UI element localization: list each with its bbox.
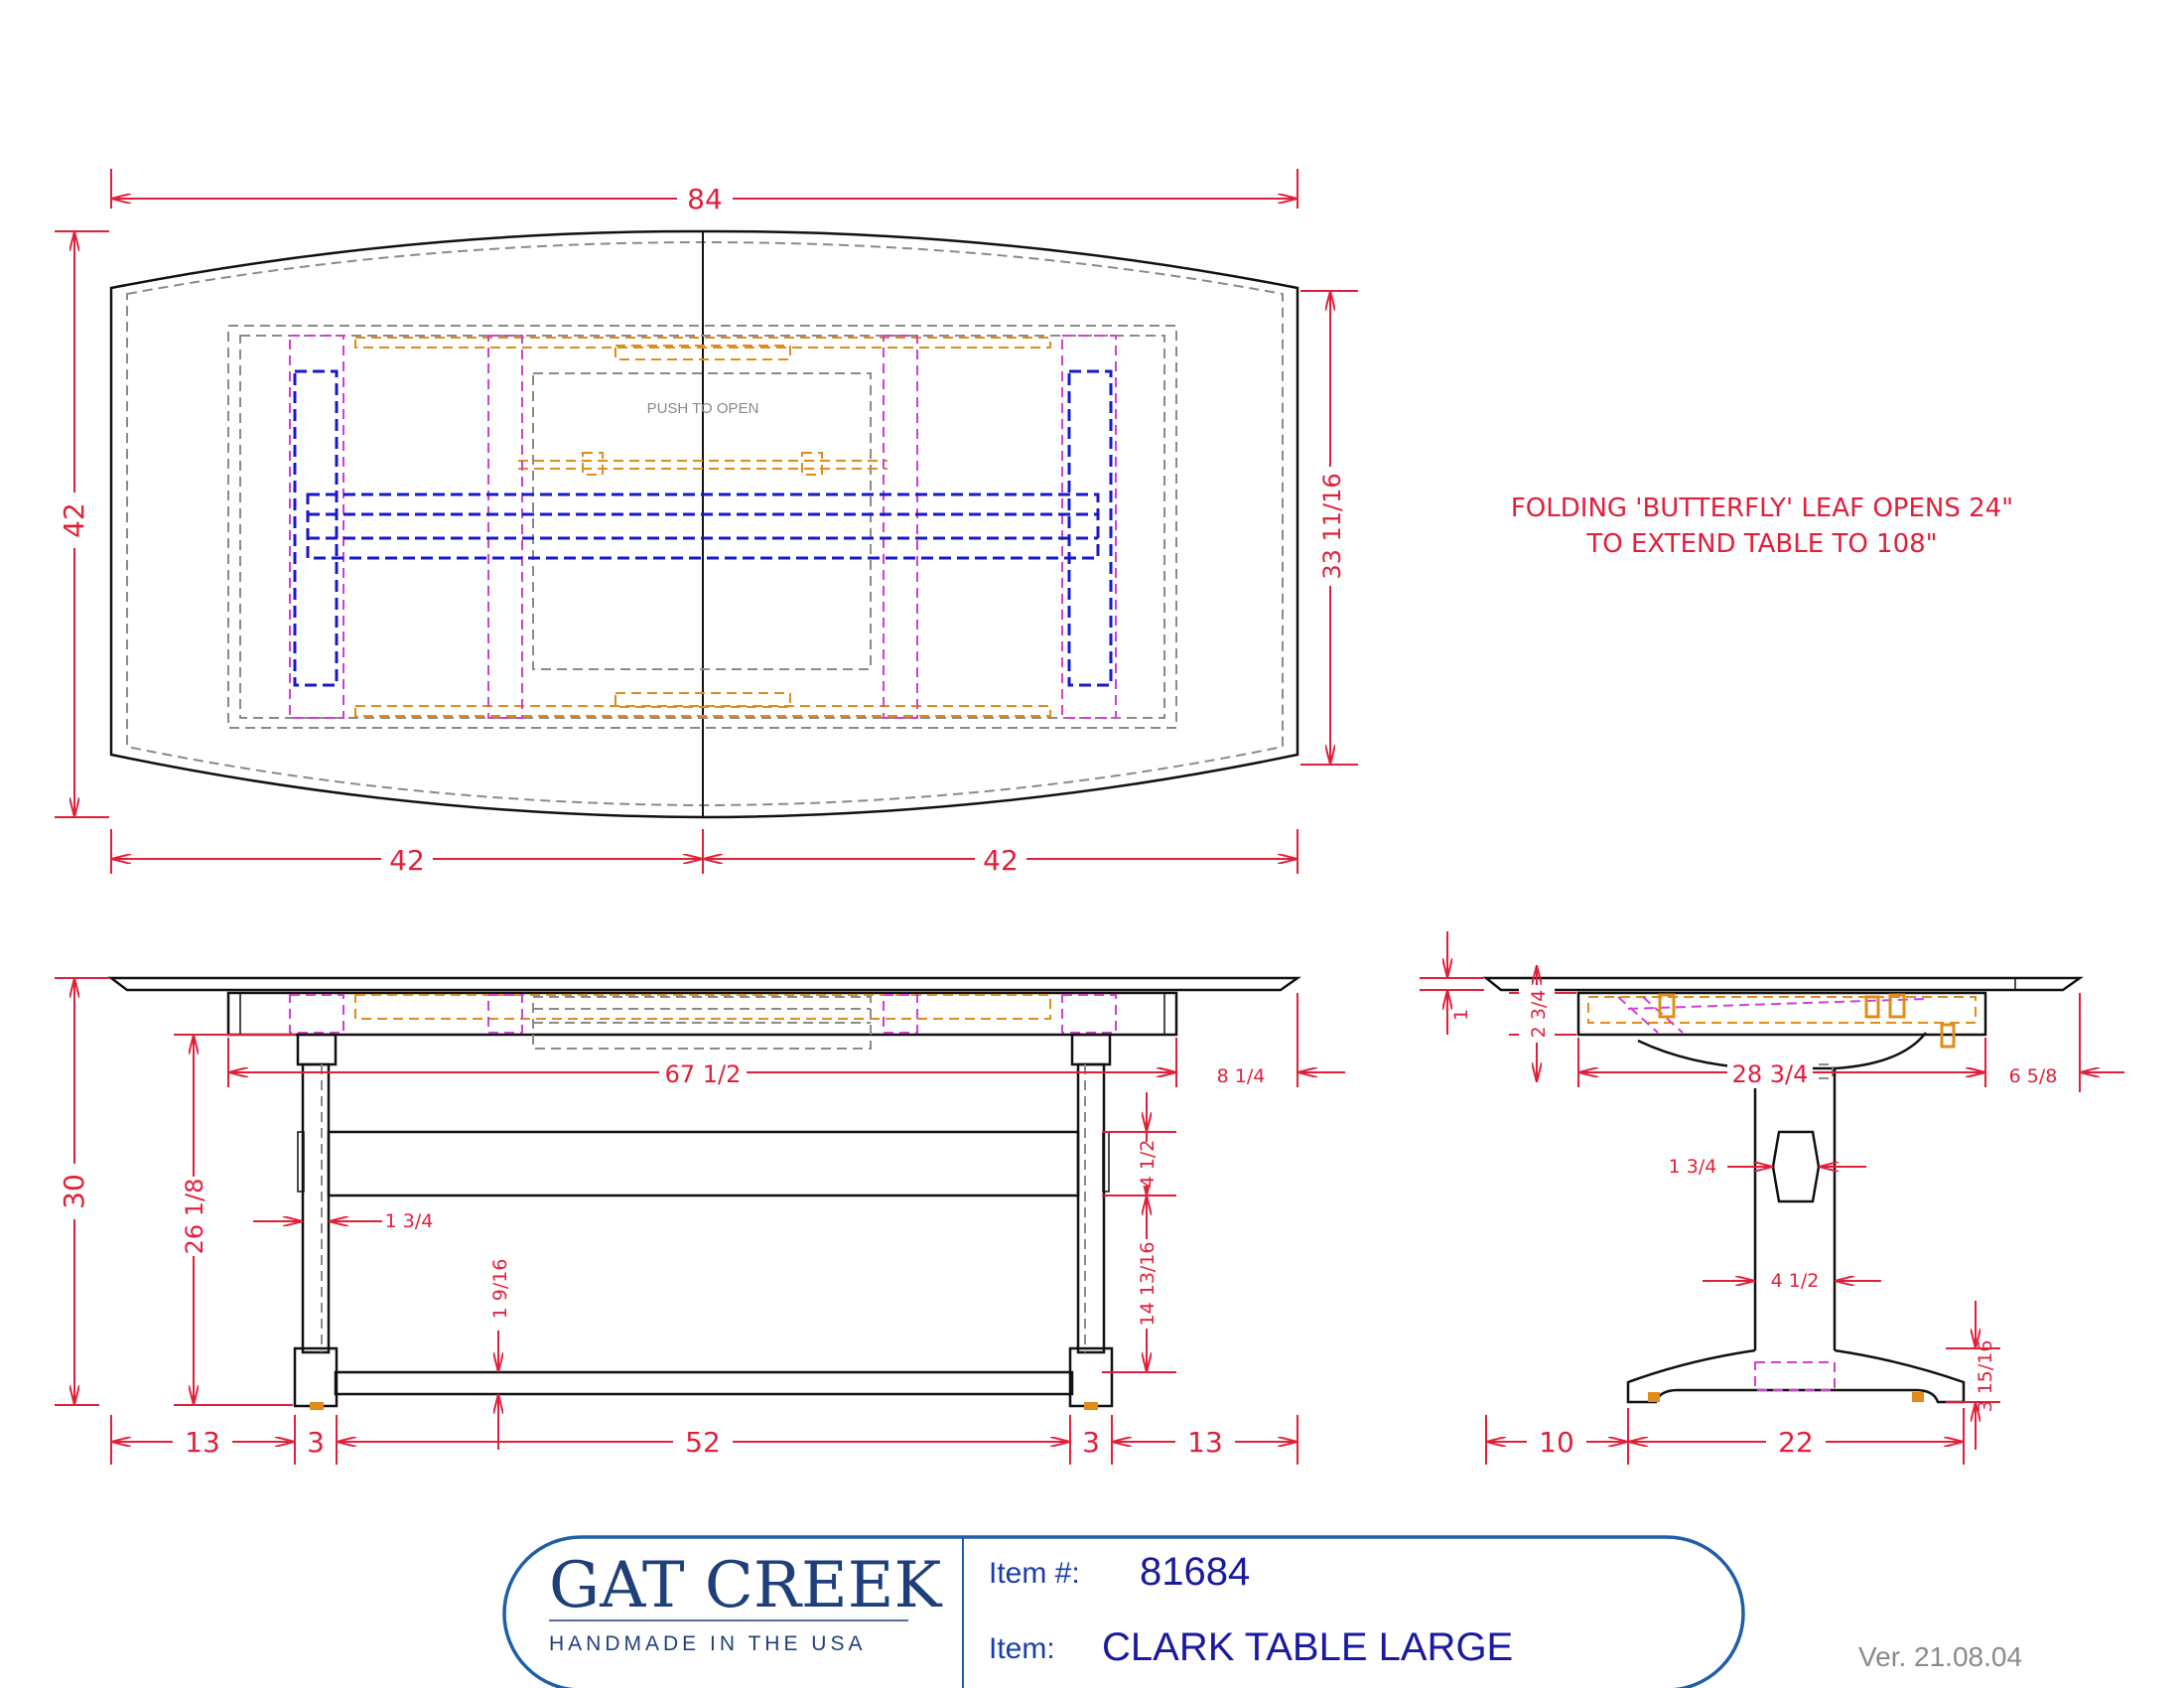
pedestal-base-hidden	[1754, 1361, 1836, 1391]
brand-name: GAT CREEK	[549, 1549, 942, 1622]
dim-leg-width: 1 3/4	[385, 1210, 434, 1232]
top-view: PUSH TO OPEN	[109, 229, 1299, 819]
dim-stretcher-gap: 14 13/16	[1137, 1242, 1159, 1327]
dim-apron-width: 33 11/16	[1318, 473, 1346, 579]
side-hinge-d	[1940, 1023, 1956, 1049]
side-apron	[1576, 991, 1987, 1037]
side-view	[1482, 976, 2084, 1404]
dim-half-right: 42	[983, 844, 1019, 877]
leg-block-right	[1070, 1033, 1112, 1066]
dim-overall-length: 84	[687, 183, 723, 215]
top-view-dimensions: 84 42 33 11/16 42 42	[55, 169, 1358, 877]
brand-tagline: HANDMADE IN THE USA	[549, 1632, 866, 1655]
item-number-label: Item #:	[989, 1557, 1080, 1590]
dim-span: 52	[685, 1426, 721, 1459]
item-name: CLARK TABLE LARGE	[1102, 1625, 1513, 1669]
side-apron-hidden	[1587, 996, 1977, 1024]
item-label: Item:	[989, 1632, 1055, 1665]
leg-post-left	[289, 335, 344, 719]
trestle-foot-left	[293, 369, 339, 687]
front-support-right	[883, 994, 918, 1034]
side-hinge-c	[1888, 993, 1906, 1019]
side-glide-left	[1648, 1392, 1660, 1402]
hinge-block-right	[801, 452, 823, 476]
top-rail-hardware	[354, 337, 1051, 349]
rail-hardware-center-top	[614, 345, 791, 360]
apron-frame	[227, 325, 1177, 729]
dim-pedestal-cutout: 1 3/4	[1669, 1156, 1717, 1178]
trestle-foot-right	[1067, 369, 1113, 687]
leaf-note-line2: TO EXTEND TABLE TO 108"	[1585, 529, 1937, 559]
dim-end-right: 13	[1187, 1426, 1223, 1459]
dim-leg-height: 26 1/8	[181, 1179, 208, 1255]
title-block: GAT CREEK HANDMADE IN THE USA Item #: 81…	[502, 1535, 1745, 1688]
side-glide-right	[1912, 1392, 1924, 1402]
front-apron	[226, 991, 1178, 1037]
foot-left	[293, 1346, 339, 1408]
dim-apron-length: 67 1/2	[665, 1060, 742, 1088]
apron-frame-inner	[239, 335, 1165, 719]
dim-side-apron-width: 28 3/4	[1732, 1060, 1809, 1088]
leg-block-left	[296, 1033, 338, 1066]
leg-tenon-left	[297, 1131, 305, 1193]
version-label: Ver. 21.08.04	[1858, 1641, 2022, 1672]
dim-end-left: 13	[185, 1426, 220, 1459]
front-view	[107, 976, 1301, 1410]
butterfly-leaf	[532, 372, 872, 670]
item-number: 81684	[1140, 1550, 1250, 1594]
front-leg-cap-right	[1061, 994, 1117, 1034]
apron-support-right	[883, 335, 918, 719]
front-apron-hardware	[354, 994, 1051, 1020]
pedestal-cutout	[1771, 1130, 1821, 1203]
dim-foot-height: 3 15/16	[1975, 1340, 1996, 1413]
side-hinge-a	[1658, 993, 1676, 1019]
lower-stretcher	[334, 1370, 1074, 1396]
rail-hardware-center-bottom	[614, 692, 791, 708]
glide-right	[1084, 1402, 1098, 1410]
dim-overall-width: 42	[58, 502, 90, 538]
dim-foot-right: 3	[1082, 1426, 1100, 1459]
dim-half-left: 42	[389, 844, 425, 877]
dim-foot-offset: 10	[1539, 1426, 1574, 1459]
dim-front-overhang: 8 1/4	[1217, 1065, 1266, 1087]
front-view-dimensions: 30 26 1/8 67 1/2 8 1/4 1 3/4 4 1/2 14 13…	[55, 977, 1345, 1465]
push-to-open-note: PUSH TO OPEN	[647, 400, 759, 417]
stretcher-outline	[306, 492, 1100, 560]
foot-right	[1068, 1346, 1114, 1408]
front-support-left	[487, 994, 523, 1034]
leaf-note-line1: FOLDING 'BUTTERFLY' LEAF OPENS 24"	[1511, 493, 2013, 523]
leg-right	[1076, 1062, 1106, 1354]
table-top-outline	[109, 229, 1299, 819]
side-leaf-mechanism	[1617, 996, 1927, 1034]
side-hinge-b	[1864, 995, 1880, 1019]
table-top-bevel	[126, 240, 1284, 807]
leg-post-right	[1061, 335, 1117, 719]
dim-stretcher-height: 4 1/2	[1137, 1140, 1159, 1189]
leg-left	[301, 1062, 331, 1354]
bottom-rail-hardware	[354, 705, 1051, 717]
side-view-dimensions: 1 2 3/4 28 3/4 6 5/8 1 3/4 4 1/2 3 15/16	[1420, 931, 2124, 1465]
side-top	[1482, 976, 2084, 992]
upper-stretcher	[327, 1130, 1080, 1197]
dim-lower-clearance: 1 9/16	[489, 1259, 511, 1320]
dim-top-thickness: 1	[1450, 1009, 1472, 1021]
leaf-note: FOLDING 'BUTTERFLY' LEAF OPENS 24" TO EX…	[1511, 493, 2013, 559]
hinge-block-left	[582, 452, 604, 476]
title-block-frame	[502, 1535, 1745, 1688]
dim-foot-span: 22	[1778, 1426, 1814, 1459]
front-leg-cap-left	[289, 994, 344, 1034]
glide-left	[310, 1402, 324, 1410]
dim-side-overhang: 6 5/8	[2009, 1065, 2058, 1087]
dim-pedestal-width: 4 1/2	[1771, 1270, 1820, 1292]
front-top	[107, 976, 1301, 992]
dim-height: 30	[58, 1174, 90, 1209]
apron-support-left	[487, 335, 523, 719]
dim-foot-left: 3	[307, 1426, 325, 1459]
dim-apron-depth: 2 3/4	[1528, 990, 1550, 1039]
